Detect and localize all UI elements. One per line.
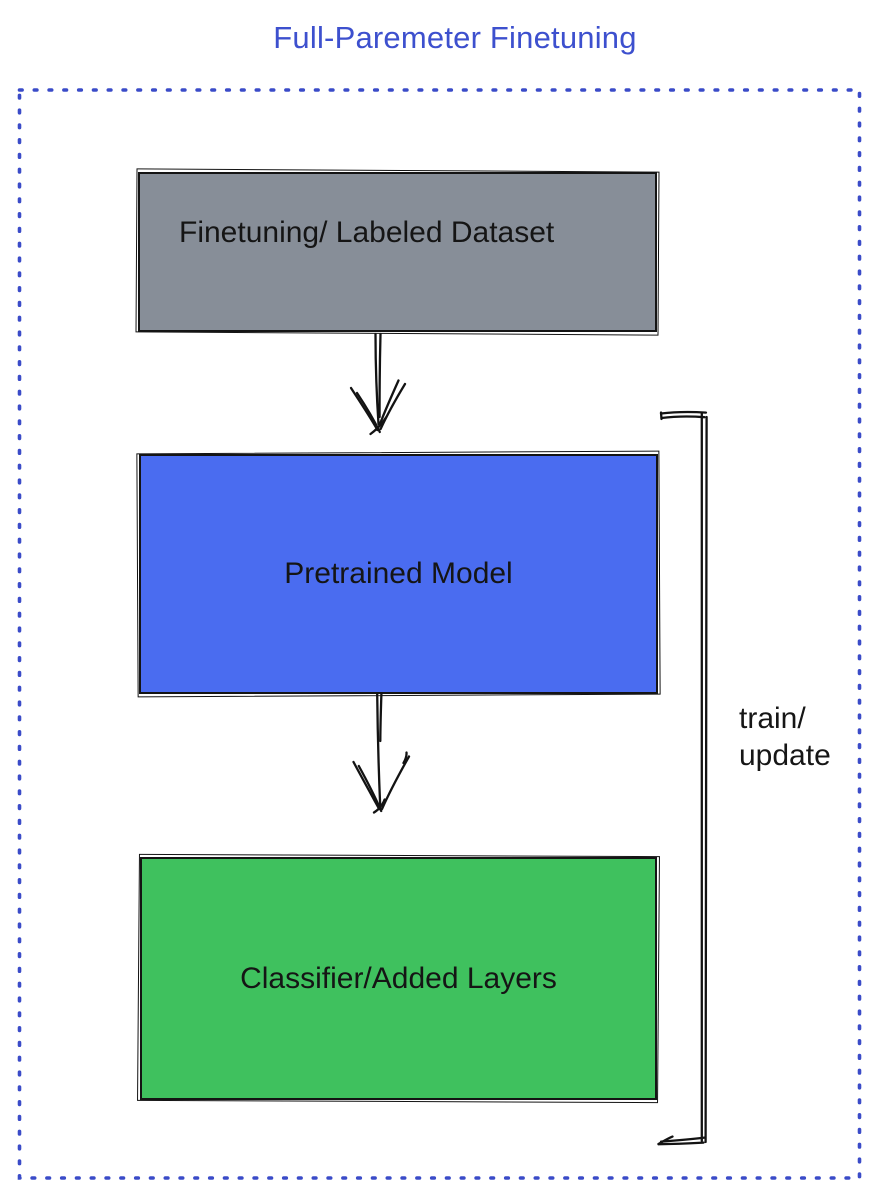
node-finetuning-dataset-label: Finetuning/ Labeled Dataset [179, 216, 555, 249]
train-update-bracket [657, 410, 708, 1146]
bracket-label-train-update: train/ update [739, 702, 831, 772]
arrow-model-to-classifier-icon [352, 692, 411, 814]
node-classifier-added-layers-label: Classifier/Added Layers [240, 961, 557, 995]
node-pretrained-model: Pretrained Model [139, 454, 658, 694]
node-finetuning-dataset: Finetuning/ Labeled Dataset [138, 172, 657, 332]
diagram-title: Full-Paremeter Finetuning [273, 20, 637, 55]
node-pretrained-model-label: Pretrained Model [284, 557, 513, 590]
arrow-dataset-to-model-icon [349, 332, 407, 436]
node-classifier-added-layers: Classifier/Added Layers [140, 857, 657, 1100]
